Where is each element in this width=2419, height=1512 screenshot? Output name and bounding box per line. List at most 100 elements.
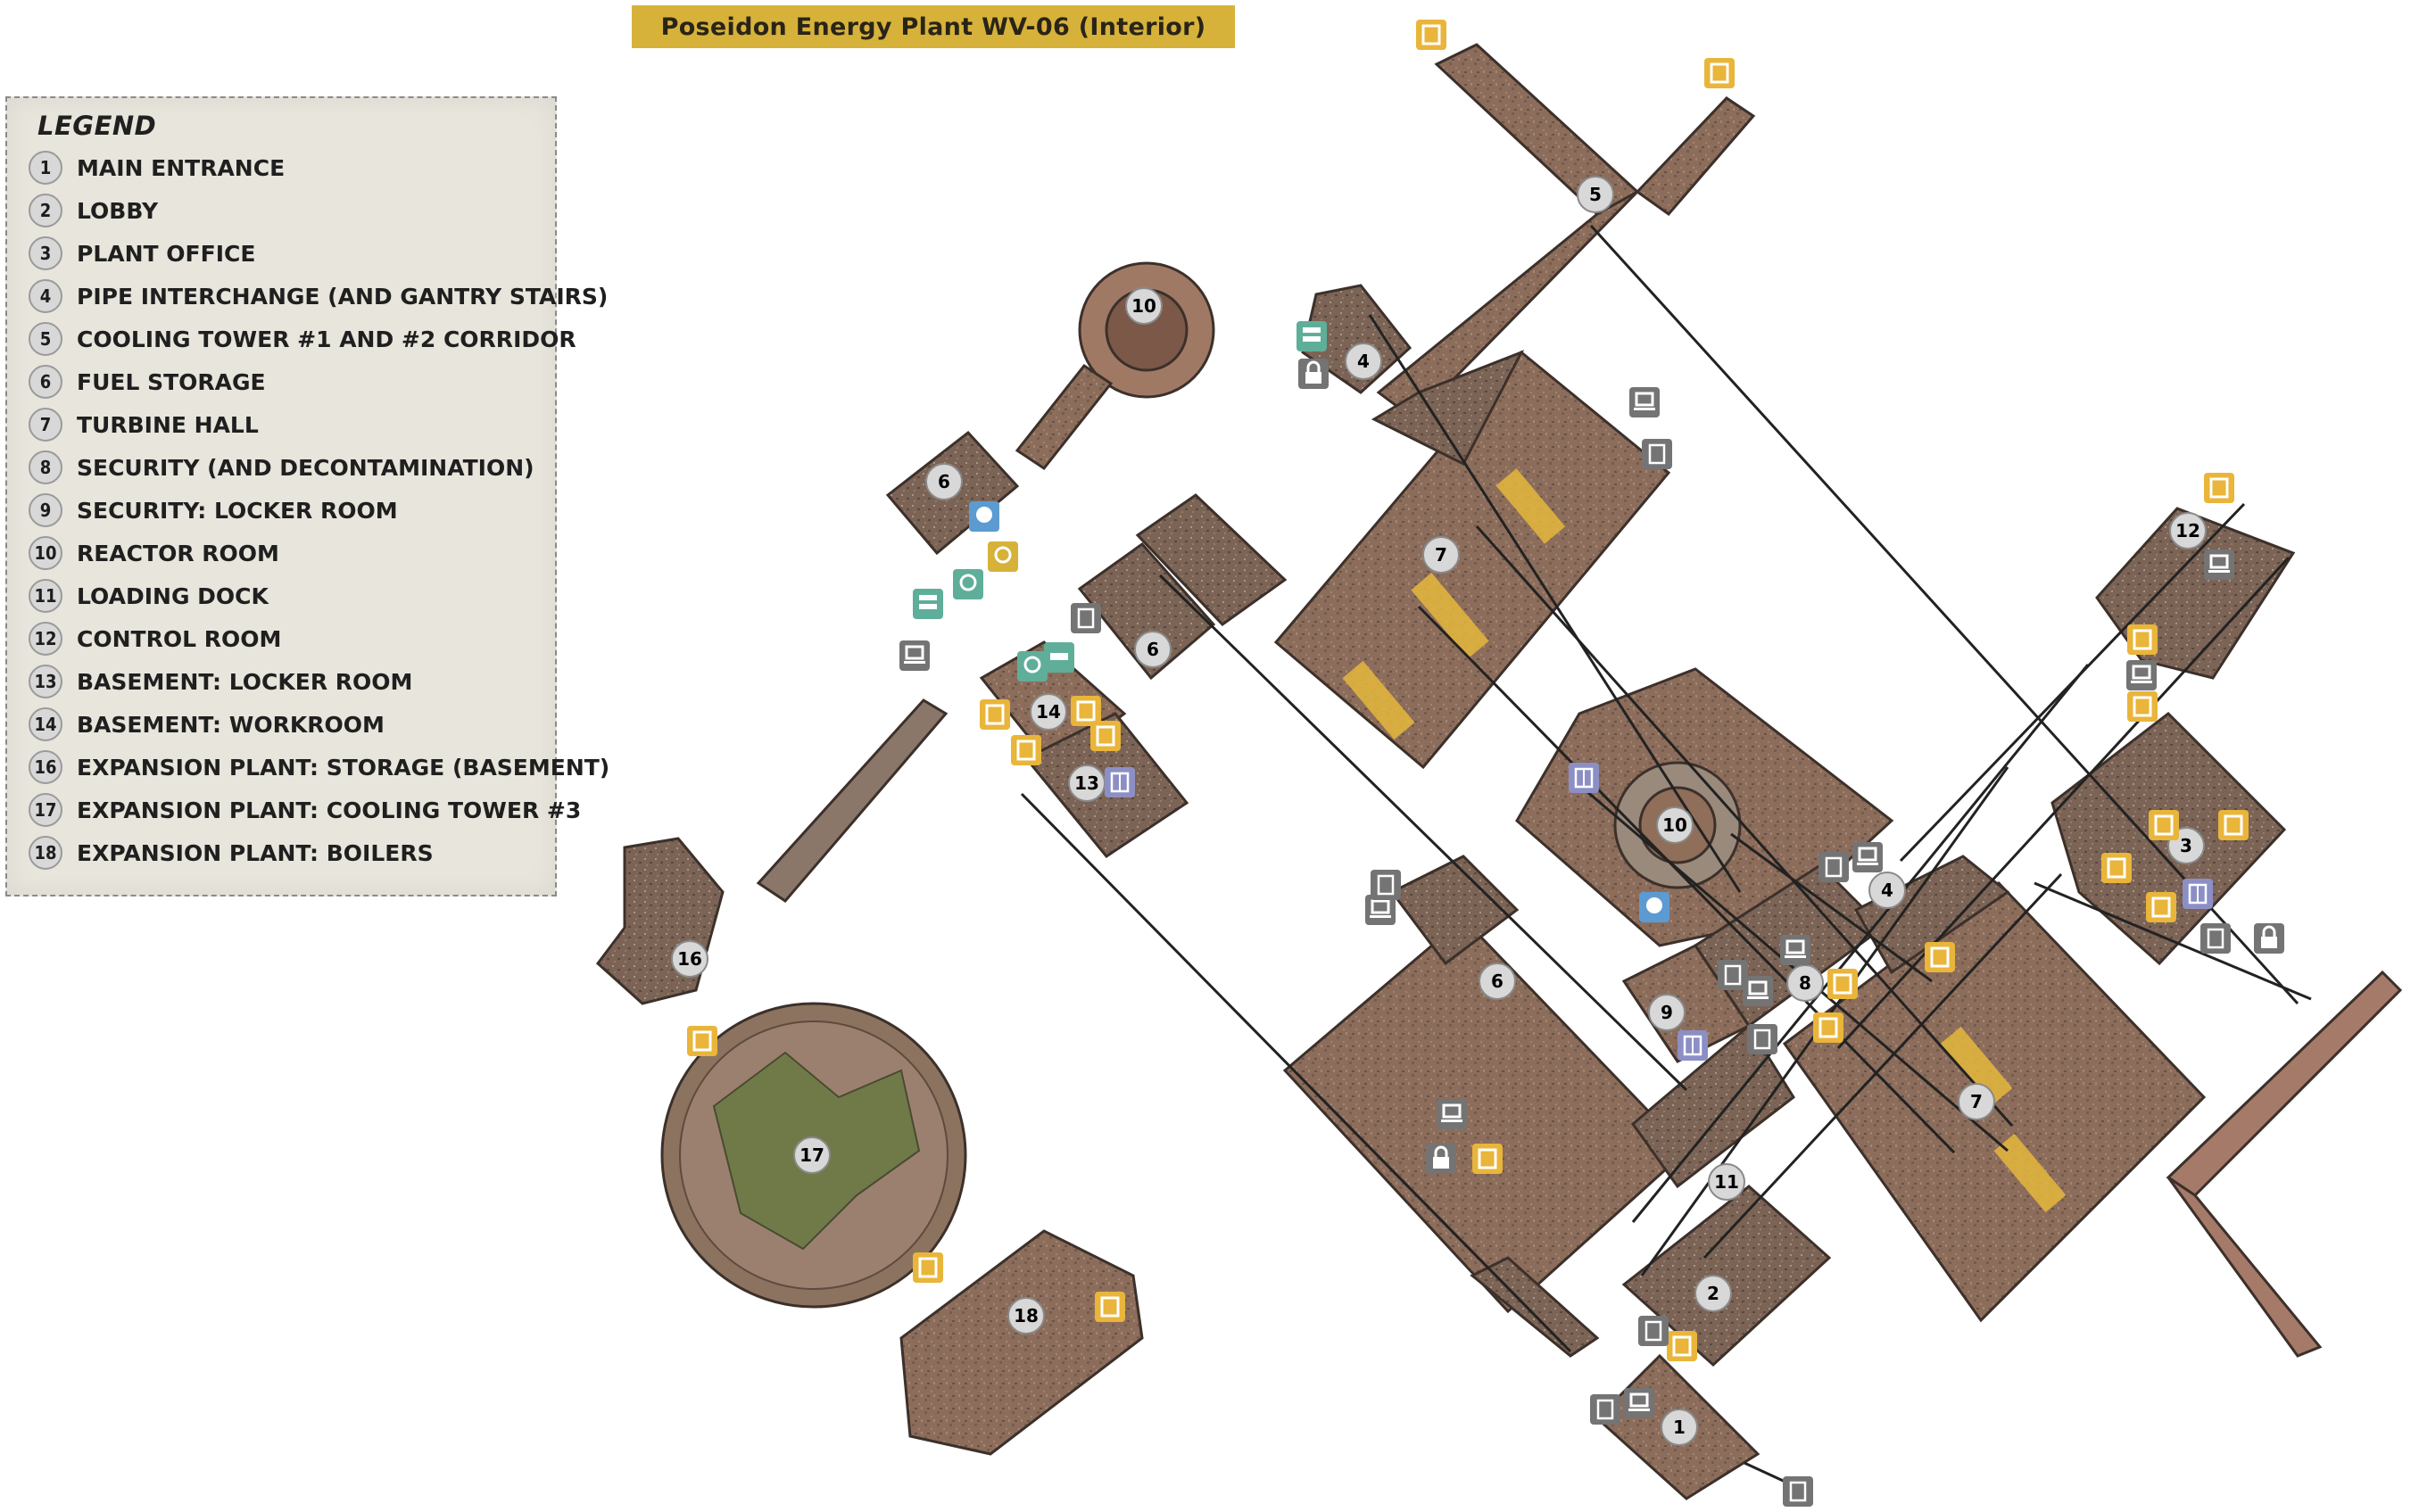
note-icon[interactable] <box>1783 1476 1813 1507</box>
note-icon[interactable] <box>1590 1394 1620 1425</box>
holotape-icon[interactable] <box>2127 691 2158 722</box>
holotape-icon[interactable] <box>1416 20 1446 50</box>
map-marker-label: 11 <box>1714 1171 1739 1193</box>
workbench-icon[interactable] <box>913 589 943 619</box>
map-marker: 12 <box>2169 512 2207 549</box>
legend-label: TURBINE HALL <box>77 411 259 438</box>
note-icon[interactable] <box>2200 923 2231 954</box>
holotape-icon[interactable] <box>1925 942 1955 972</box>
map-marker: 10 <box>1125 287 1163 325</box>
legend-number-badge: 4 <box>29 279 62 313</box>
legend-number-badge: 12 <box>29 622 62 656</box>
map-marker: 8 <box>1786 964 1824 1002</box>
note-icon[interactable] <box>1747 1024 1777 1054</box>
terminal-icon[interactable] <box>899 640 930 671</box>
map-marker: 4 <box>1345 343 1382 380</box>
legend-number-badge: 8 <box>29 450 62 484</box>
holotape-icon[interactable] <box>1095 1292 1125 1322</box>
map-marker: 10 <box>1656 806 1694 844</box>
legend-label: MAIN ENTRANCE <box>77 154 286 181</box>
workbench-icon[interactable] <box>1017 651 1048 682</box>
holotape-icon[interactable] <box>687 1026 717 1056</box>
map-marker-label: 17 <box>799 1144 824 1166</box>
terminal-icon[interactable] <box>1743 976 1773 1006</box>
item-icons <box>687 20 2284 1507</box>
holotape-icon[interactable] <box>2101 853 2132 883</box>
bobblehead-icon[interactable] <box>969 501 999 532</box>
holotape-icon[interactable] <box>980 699 1010 730</box>
map-marker-label: 2 <box>1707 1283 1719 1304</box>
holotape-icon[interactable] <box>1827 969 1858 999</box>
holotape-icon[interactable] <box>2218 810 2249 840</box>
map-marker: 18 <box>1007 1297 1045 1334</box>
lock-icon[interactable] <box>2254 923 2284 954</box>
holotape-icon[interactable] <box>913 1252 943 1283</box>
bobblehead-icon[interactable] <box>1639 892 1669 922</box>
holotape-icon[interactable] <box>1813 1012 1843 1043</box>
terminal-icon[interactable] <box>1624 1388 1654 1418</box>
terminal-icon[interactable] <box>2126 660 2157 690</box>
legend-label: LOADING DOCK <box>77 582 269 609</box>
holotape-icon[interactable] <box>1704 58 1735 88</box>
connector-line <box>1475 525 2014 1127</box>
map-marker: 17 <box>793 1136 831 1174</box>
terminal-icon[interactable] <box>2204 549 2234 580</box>
holotape-icon[interactable] <box>2204 473 2234 503</box>
turbine-highlight <box>1342 660 1415 740</box>
room-fuel-storage-lower-top <box>1389 855 1520 966</box>
magazine-icon[interactable] <box>2183 879 2213 909</box>
turbine-highlight <box>1495 468 1566 544</box>
terminal-icon[interactable] <box>1437 1099 1467 1129</box>
power-armor-icon[interactable] <box>988 541 1018 572</box>
legend-label: PIPE INTERCHANGE (AND GANTRY STAIRS) <box>77 283 609 310</box>
workbench-icon[interactable] <box>953 569 983 599</box>
map-marker: 16 <box>671 940 708 978</box>
workbench-icon[interactable] <box>1296 321 1327 351</box>
magazine-icon[interactable] <box>1678 1030 1708 1061</box>
connector-line <box>1020 792 1572 1353</box>
legend-label: BASEMENT: LOCKER ROOM <box>77 668 413 695</box>
holotape-icon[interactable] <box>1472 1144 1503 1174</box>
connector-line <box>1368 314 1742 893</box>
note-icon[interactable] <box>1071 603 1101 633</box>
legend-number-badge: 6 <box>29 365 62 399</box>
holotape-icon[interactable] <box>1090 721 1121 751</box>
map-marker-label: 18 <box>1014 1305 1039 1326</box>
holotape-icon[interactable] <box>2146 892 2176 922</box>
map-marker-label: 6 <box>1491 971 1504 992</box>
note-icon[interactable] <box>1718 960 1748 990</box>
magazine-icon[interactable] <box>1105 767 1135 797</box>
terminal-icon[interactable] <box>1780 935 1810 965</box>
holotape-icon[interactable] <box>1667 1331 1697 1361</box>
terminal-icon[interactable] <box>1365 895 1396 925</box>
holotape-icon[interactable] <box>2127 624 2158 655</box>
connector-line <box>1730 832 1933 983</box>
room-turbine-hall-lower-b <box>1853 855 2010 975</box>
note-icon[interactable] <box>1818 852 1849 882</box>
workbench-icon[interactable] <box>1044 642 1074 673</box>
note-icon[interactable] <box>1638 1316 1669 1346</box>
holotape-icon[interactable] <box>1071 696 1101 726</box>
map-marker: 6 <box>1479 963 1516 1000</box>
lock-icon[interactable] <box>1298 359 1329 389</box>
terminal-icon[interactable] <box>1629 387 1660 417</box>
legend-label: SECURITY (AND DECONTAMINATION) <box>77 454 534 481</box>
legend-label: EXPANSION PLANT: COOLING TOWER #3 <box>77 797 582 823</box>
holotape-icon[interactable] <box>2149 810 2179 840</box>
legend-label: SECURITY: LOCKER ROOM <box>77 497 398 524</box>
note-icon[interactable] <box>1642 439 1672 469</box>
terminal-icon[interactable] <box>1852 842 1883 872</box>
map-marker: 2 <box>1694 1275 1732 1312</box>
map-marker-label: 10 <box>1662 814 1687 836</box>
lock-icon[interactable] <box>1426 1144 1456 1174</box>
magazine-icon[interactable] <box>1569 763 1599 793</box>
note-icon[interactable] <box>1371 870 1401 900</box>
holotape-icon[interactable] <box>1011 735 1041 765</box>
legend-label: COOLING TOWER #1 AND #2 CORRIDOR <box>77 326 576 352</box>
legend-number-badge: 17 <box>29 793 62 827</box>
